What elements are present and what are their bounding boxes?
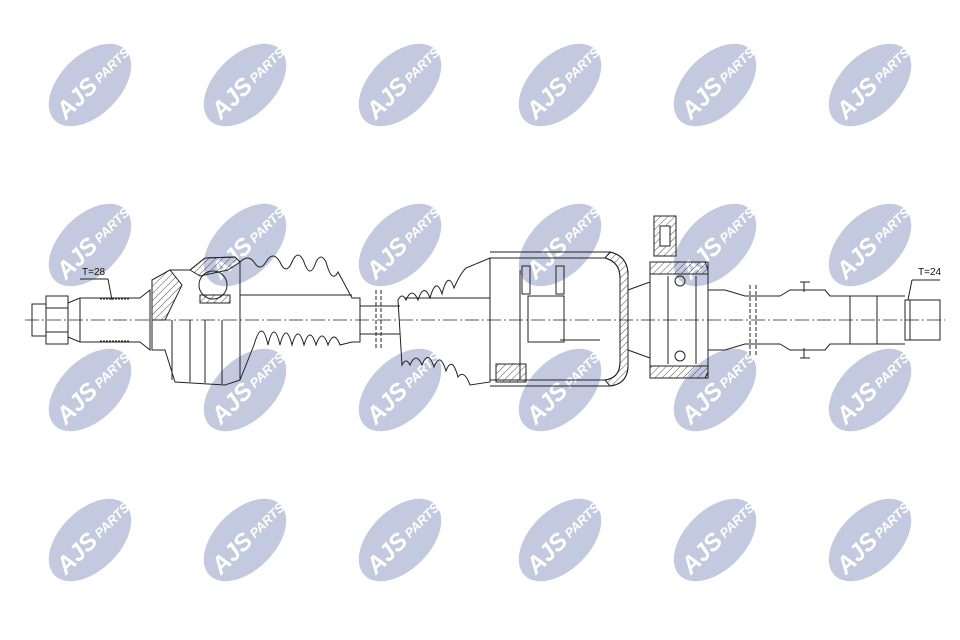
right-shaft (708, 281, 941, 359)
inner-boot (397, 257, 491, 386)
axle-nut (31, 295, 69, 345)
outer-cv-joint (151, 256, 241, 386)
outer-stub-shaft (67, 288, 151, 352)
inner-tripod-housing (490, 251, 651, 387)
spline-label-left: T=28 (82, 267, 106, 278)
support-bearing (649, 215, 709, 379)
spline-label-right: T=24 (918, 267, 942, 278)
intermediate-shaft (360, 290, 400, 350)
outer-boot (239, 254, 361, 381)
